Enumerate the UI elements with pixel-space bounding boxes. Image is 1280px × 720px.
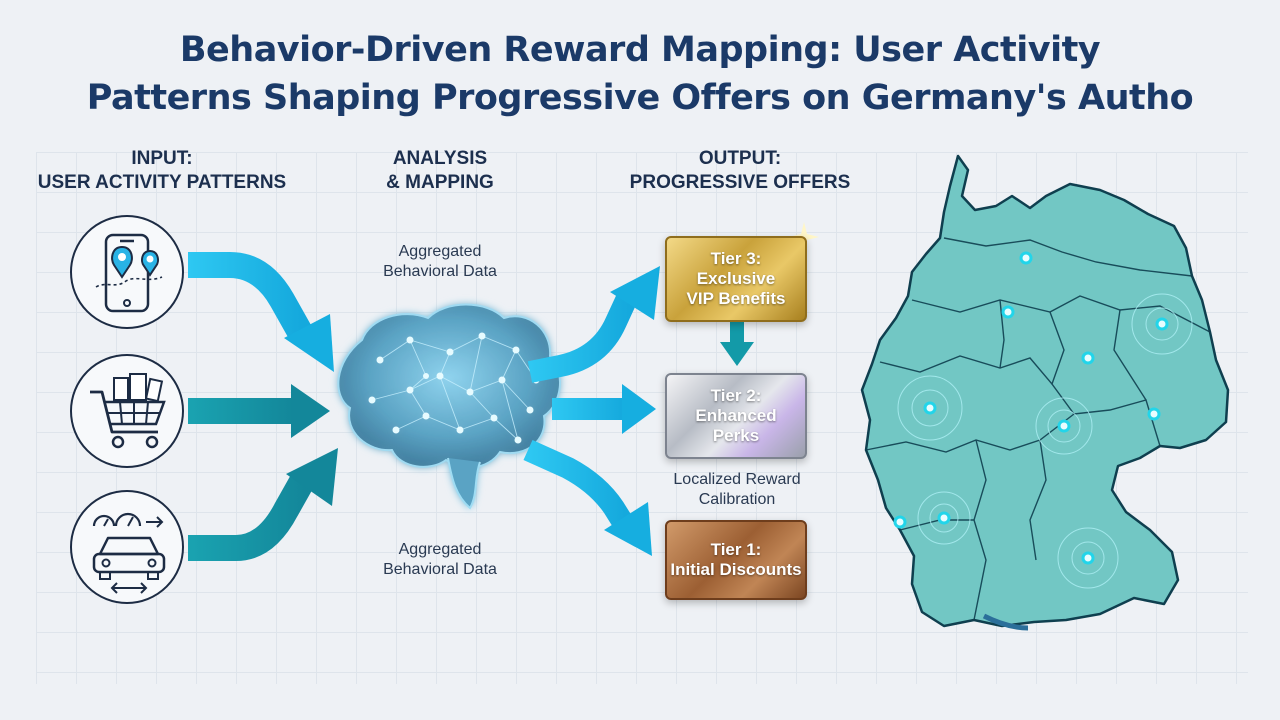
column-header-analysis: ANALYSIS & MAPPING: [386, 148, 494, 193]
column-header-output: OUTPUT: PROGRESSIVE OFFERS: [629, 148, 851, 193]
title-line-1: Behavior-Driven Reward Mapping: User Act…: [179, 30, 1101, 70]
germany-map: [860, 154, 1230, 631]
tier-3-card: Tier 3: Exclusive VIP Benefits: [665, 236, 807, 322]
label-localized-calibration: Localized Reward Calibration: [673, 471, 801, 508]
shopping-cart-icon: [90, 373, 166, 449]
arrow-input-middle: [188, 384, 330, 438]
arrow-tier3-to-tier2: [720, 322, 754, 366]
label-aggregated-data-bottom: Aggregated Behavioral Data: [383, 541, 497, 578]
arrow-output-top: [527, 266, 660, 383]
arrow-input-bottom: [188, 448, 338, 561]
brain-network: [337, 303, 562, 510]
tier-2-label: Tier 2: Enhanced Perks: [695, 386, 777, 445]
label-aggregated-data-top: Aggregated Behavioral Data: [383, 243, 497, 280]
arrow-output-bottom: [523, 439, 652, 556]
input-icon-driving-activity: [70, 490, 184, 604]
tier-1-label: Tier 1: Initial Discounts: [670, 540, 802, 579]
arrow-input-top: [188, 252, 334, 372]
phone-map-pins-icon: [95, 233, 163, 313]
tier-2-card: Tier 2: Enhanced Perks: [665, 373, 807, 459]
tier-1-card: Tier 1: Initial Discounts: [665, 520, 807, 600]
page-title: Behavior-Driven Reward Mapping: User Act…: [0, 26, 1280, 122]
tier-3-label: Tier 3: Exclusive VIP Benefits: [686, 249, 786, 308]
title-line-2: Patterns Shaping Progressive Offers on G…: [86, 78, 1194, 118]
input-icon-shopping-activity: [70, 354, 184, 468]
column-header-input: INPUT: USER ACTIVITY PATTERNS: [37, 148, 287, 193]
input-icon-location-activity: [70, 215, 184, 329]
car-dashboard-icon: [92, 512, 166, 594]
arrow-output-middle: [552, 384, 656, 434]
